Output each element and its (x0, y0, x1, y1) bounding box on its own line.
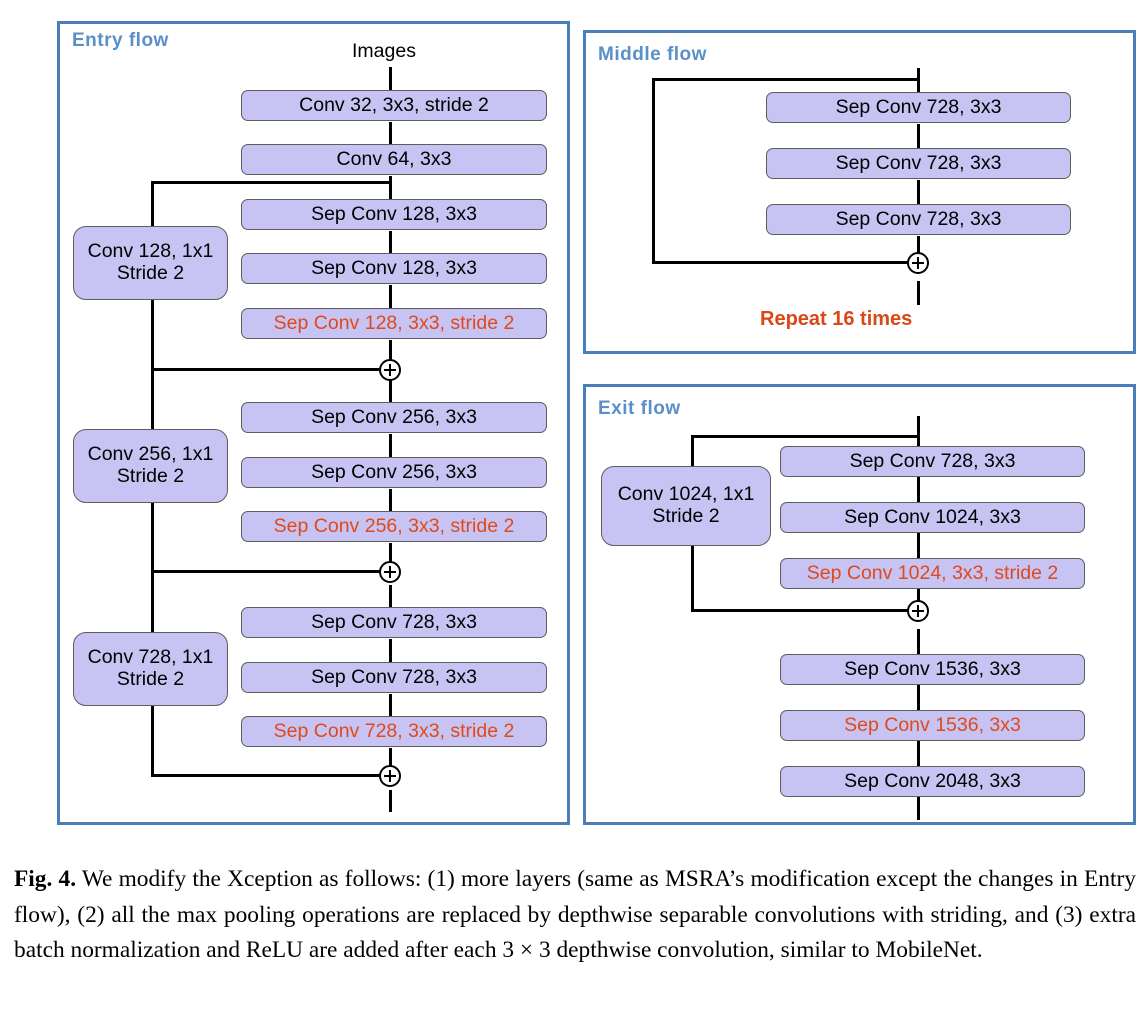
entry-box-2[interactable]: Sep Conv 128, 3x3 (241, 199, 547, 230)
panel-middle-flow (583, 30, 1136, 354)
entry-shortcut-box-2-line2: Stride 2 (116, 668, 185, 690)
panel-title-entry-flow: Entry flow (72, 30, 169, 51)
entry-shortcut-3-down-a (151, 570, 154, 636)
entry-shortcut-box-1-line2: Stride 2 (116, 465, 185, 487)
exit-shortcut-box-0-line1: Conv 1024, 1x1 (617, 483, 755, 506)
entry-box-4[interactable]: Sep Conv 128, 3x3, stride 2 (241, 308, 547, 339)
figure-canvas: Entry flow Images Conv 128, 1x1 Stride 2… (57, 21, 1136, 825)
entry-wire-spine-12 (389, 694, 392, 718)
middle-wire-spine-2 (917, 236, 920, 262)
entry-box-8[interactable]: Sep Conv 728, 3x3 (241, 607, 547, 638)
exit-wire-spine-out (917, 797, 920, 820)
middle-wire-spine-in (917, 68, 920, 94)
exit-shortcut-box-0[interactable]: Conv 1024, 1x1 Stride 2 (601, 466, 771, 546)
entry-box-1[interactable]: Conv 64, 3x3 (241, 144, 547, 175)
panel-title-middle-flow: Middle flow (598, 44, 707, 65)
entry-shortcut-box-0-line1: Conv 128, 1x1 (87, 240, 214, 263)
exit-box-0[interactable]: Sep Conv 728, 3x3 (780, 446, 1085, 477)
exit-wire-spine-1 (917, 533, 920, 558)
exit-box-5[interactable]: Sep Conv 2048, 3x3 (780, 766, 1085, 797)
exit-shortcut-down-a (691, 435, 694, 467)
exit-box-4[interactable]: Sep Conv 1536, 3x3 (780, 710, 1085, 741)
middle-shortcut-top (652, 78, 920, 81)
exit-shortcut-top (691, 435, 920, 438)
entry-shortcut-box-0-line2: Stride 2 (116, 262, 185, 284)
exit-add-junction (907, 600, 929, 622)
exit-box-2[interactable]: Sep Conv 1024, 3x3, stride 2 (780, 558, 1085, 589)
entry-shortcut-1-down-b (151, 297, 154, 370)
exit-shortcut-down-b (691, 545, 694, 612)
caption-text: We modify the Xception as follows: (1) m… (14, 866, 1136, 963)
entry-box-10[interactable]: Sep Conv 728, 3x3, stride 2 (241, 716, 547, 747)
entry-box-0[interactable]: Conv 32, 3x3, stride 2 (241, 90, 547, 121)
entry-shortcut-2-down-a (151, 368, 154, 434)
entry-box-6[interactable]: Sep Conv 256, 3x3 (241, 457, 547, 488)
entry-add-junction-0 (379, 359, 401, 381)
exit-shortcut-box-0-line2: Stride 2 (652, 505, 720, 527)
middle-repeat-label: Repeat 16 times (760, 308, 913, 330)
entry-wire-spine-3 (389, 231, 392, 255)
exit-wire-spine-0 (917, 477, 920, 502)
middle-wire-spine-0 (917, 124, 920, 150)
middle-shortcut-bottom (652, 261, 920, 264)
entry-wire-spine-2 (389, 176, 392, 200)
middle-wire-spine-out (917, 281, 920, 305)
exit-box-3[interactable]: Sep Conv 1536, 3x3 (780, 654, 1085, 685)
entry-wire-spine-9 (389, 543, 392, 574)
entry-add-junction-1 (379, 561, 401, 583)
entry-wire-spine-8 (389, 489, 392, 513)
entry-shortcut-1-bottom (151, 368, 391, 371)
entry-shortcut-1-down-a (151, 181, 154, 229)
entry-wire-spine-6 (389, 380, 392, 404)
entry-box-9[interactable]: Sep Conv 728, 3x3 (241, 662, 547, 693)
entry-shortcut-2-down-b (151, 500, 154, 572)
entry-add-junction-2 (379, 765, 401, 787)
entry-shortcut-box-1-line1: Conv 256, 1x1 (87, 443, 214, 466)
entry-shortcut-box-0[interactable]: Conv 128, 1x1 Stride 2 (73, 226, 228, 300)
panel-title-exit-flow: Exit flow (598, 398, 681, 419)
middle-box-2[interactable]: Sep Conv 728, 3x3 (766, 204, 1071, 235)
entry-box-5[interactable]: Sep Conv 256, 3x3 (241, 402, 547, 433)
exit-box-1[interactable]: Sep Conv 1024, 3x3 (780, 502, 1085, 533)
entry-wire-spine-5 (389, 340, 392, 371)
entry-shortcut-3-bottom (151, 774, 391, 777)
middle-box-1[interactable]: Sep Conv 728, 3x3 (766, 148, 1071, 179)
middle-shortcut-left (652, 78, 655, 264)
middle-add-junction (907, 252, 929, 274)
entry-wire-spine-7 (389, 434, 392, 458)
entry-wire-spine-0 (389, 67, 392, 91)
entry-shortcut-box-2[interactable]: Conv 728, 1x1 Stride 2 (73, 632, 228, 706)
entry-shortcut-3-down-b (151, 703, 154, 776)
figure-caption: Fig. 4. We modify the Xception as follow… (14, 862, 1136, 969)
entry-shortcut-2-bottom (151, 570, 391, 573)
entry-wire-spine-10 (389, 585, 392, 609)
exit-wire-spine-3 (917, 629, 920, 654)
entry-shortcut-box-1[interactable]: Conv 256, 1x1 Stride 2 (73, 429, 228, 503)
middle-box-0[interactable]: Sep Conv 728, 3x3 (766, 92, 1071, 123)
entry-box-3[interactable]: Sep Conv 128, 3x3 (241, 253, 547, 284)
entry-input-label: Images (352, 40, 416, 62)
entry-wire-spine-1 (389, 122, 392, 146)
entry-wire-spine-4 (389, 285, 392, 309)
exit-wire-spine-4 (917, 685, 920, 710)
entry-wire-spine-13 (389, 748, 392, 779)
entry-wire-spine-11 (389, 639, 392, 663)
exit-wire-spine-in (917, 416, 920, 446)
entry-wire-spine-out (389, 790, 392, 812)
entry-shortcut-box-2-line1: Conv 728, 1x1 (87, 646, 214, 669)
exit-shortcut-bottom (691, 609, 920, 612)
entry-shortcut-1-top (151, 181, 391, 184)
exit-wire-spine-5 (917, 741, 920, 766)
middle-wire-spine-1 (917, 180, 920, 206)
entry-box-7[interactable]: Sep Conv 256, 3x3, stride 2 (241, 511, 547, 542)
caption-label: Fig. 4. (14, 866, 77, 892)
